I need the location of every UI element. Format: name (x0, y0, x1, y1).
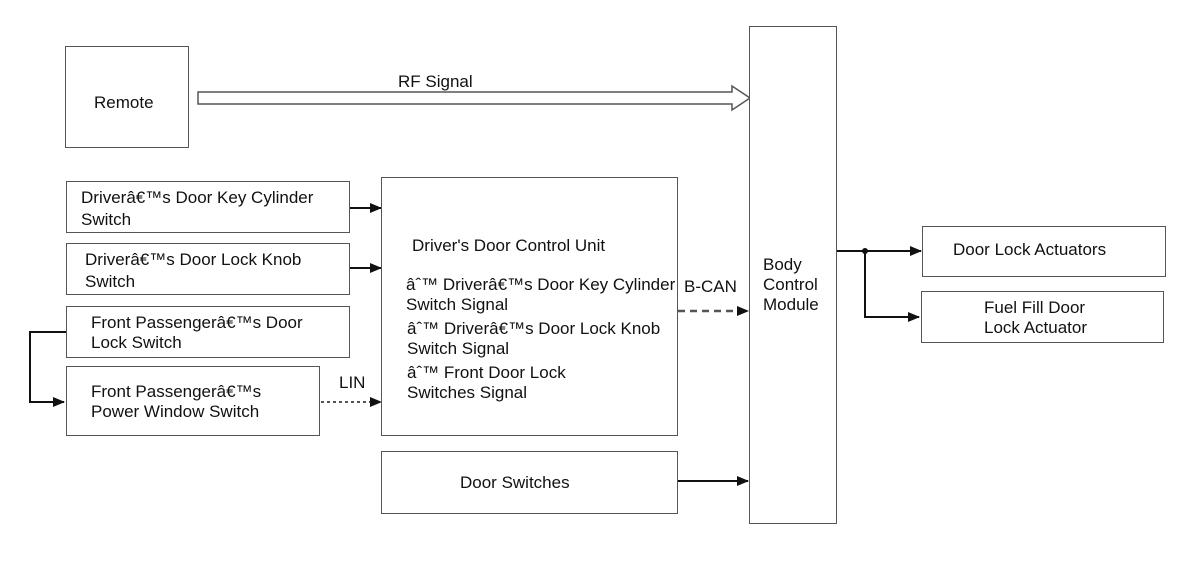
door-lock-actuators-block: Door Lock Actuators (922, 226, 1166, 277)
signal-3-line-2: Switches Signal (407, 383, 528, 402)
passenger-lock-label-1: Front Passengerâ€™s Door (91, 313, 303, 332)
fuel-fill-label-2: Lock Actuator (984, 318, 1088, 337)
door-switches-label: Door Switches (460, 473, 570, 492)
lock-knob-label-2: Switch (85, 272, 136, 291)
rf-signal-arrow (197, 84, 752, 112)
passenger-window-label-1: Front Passengerâ€™s (91, 382, 262, 401)
lock-knob-switch-block: Driverâ€™s Door Lock Knob Switch (66, 243, 350, 295)
door-control-unit-block: Driver's Door Control Unit âˆ™ Driverâ€™… (381, 177, 678, 436)
key-cylinder-label-1: Driverâ€™s Door Key Cylinder (81, 188, 314, 207)
signal-1-line-2: Switch Signal (406, 295, 509, 314)
lin-label: LIN (339, 373, 366, 392)
remote-label: Remote (94, 93, 154, 112)
signal-2-line-2: Switch Signal (407, 339, 510, 358)
bcm-label-1: Body (763, 255, 802, 274)
signal-3-line-1: âˆ™ Front Door Lock (407, 363, 566, 382)
fuel-fill-actuator-arrow (864, 251, 920, 322)
key-cylinder-switch-block: Driverâ€™s Door Key Cylinder Switch (66, 181, 350, 233)
key-cylinder-label-2: Switch (81, 210, 132, 229)
signal-2-line-1: âˆ™ Driverâ€™s Door Lock Knob (407, 319, 661, 338)
fuel-fill-label-1: Fuel Fill Door (984, 298, 1086, 317)
passenger-lock-label-2: Lock Switch (91, 333, 182, 352)
remote-block: Remote (65, 46, 189, 148)
bcan-label: B-CAN (684, 277, 737, 296)
rf-signal-label: RF Signal (398, 72, 473, 91)
body-control-module-block: Body Control Module (749, 26, 837, 524)
lock-knob-label-1: Driverâ€™s Door Lock Knob (85, 250, 302, 269)
door-lock-actuators-label: Door Lock Actuators (953, 240, 1107, 259)
passenger-switch-link (29, 331, 67, 407)
fuel-fill-actuator-block: Fuel Fill Door Lock Actuator (921, 291, 1164, 343)
passenger-window-label-2: Power Window Switch (91, 402, 260, 421)
signal-1-line-1: âˆ™ Driverâ€™s Door Key Cylinder (406, 275, 676, 294)
passenger-window-switch-block: Front Passengerâ€™s Power Window Switch (66, 366, 320, 436)
bcm-label-2: Control (763, 275, 818, 294)
door-switches-block: Door Switches (381, 451, 678, 514)
door-control-unit-title: Driver's Door Control Unit (412, 236, 606, 255)
passenger-lock-switch-block: Front Passengerâ€™s Door Lock Switch (66, 306, 350, 358)
bcm-label-3: Module (763, 295, 819, 314)
